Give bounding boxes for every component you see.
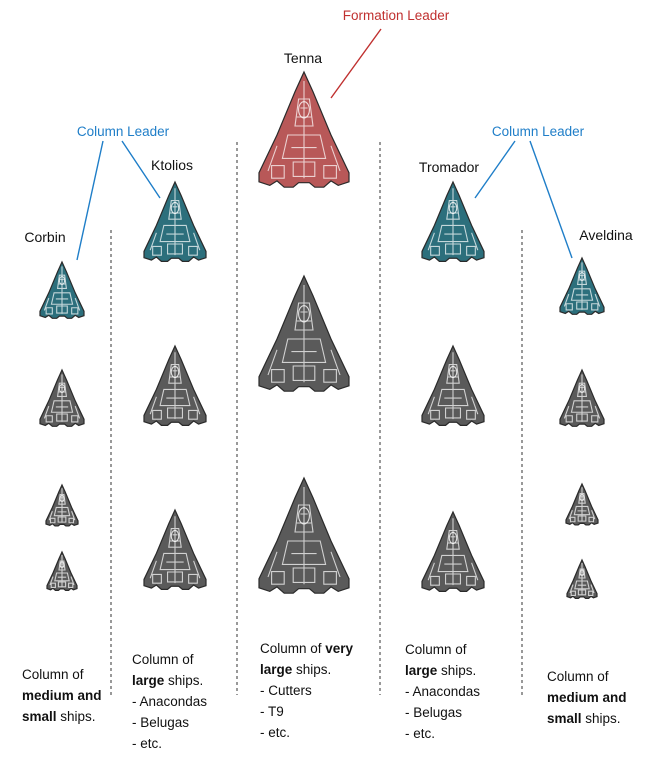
description-segment: large (405, 663, 438, 678)
description-segment: - T9 (260, 704, 284, 719)
pilot-name-tromador: Tromador (419, 159, 480, 175)
description-segment: - Belugas (405, 705, 463, 720)
description-segment: - etc. (132, 736, 163, 751)
description-line: medium and (22, 685, 102, 706)
description-line: Column of very (260, 638, 353, 659)
description-line: medium and (547, 687, 627, 708)
description-line: small ships. (22, 706, 102, 727)
description-line: large ships. (132, 670, 207, 691)
description-line: - Belugas (132, 712, 207, 733)
ship-icon (258, 476, 350, 594)
description-segment: ships. (581, 711, 621, 726)
ship-icon (46, 550, 78, 592)
ship-icon (258, 70, 350, 188)
description-line: Column of (547, 666, 627, 687)
description-line: Column of (132, 649, 207, 670)
description-segment: small (22, 709, 57, 724)
ship-icon (143, 344, 207, 426)
ship-icon (421, 510, 485, 592)
ship-icon (421, 344, 485, 426)
description-line: - Anacondas (405, 681, 480, 702)
pilot-name-tenna: Tenna (284, 50, 322, 66)
description-segment: very (325, 641, 354, 656)
description-line: - T9 (260, 701, 353, 722)
ships-layer (39, 70, 605, 600)
description-line: - etc. (132, 733, 207, 754)
description-segment: Column of (547, 669, 609, 684)
ship-icon (143, 508, 207, 590)
description-segment: medium and (22, 688, 102, 703)
description-line: large ships. (405, 660, 480, 681)
description-segment: - Belugas (132, 715, 190, 730)
description-segment: - etc. (405, 726, 436, 741)
description-segment: ships. (292, 662, 332, 677)
ship-icon (45, 483, 79, 527)
ship-icon (566, 558, 598, 600)
description-segment: large (132, 673, 165, 688)
description-segment: - Anacondas (132, 694, 208, 709)
pointer-column-leader-right-b (529, 140, 573, 259)
pilot-name-corbin: Corbin (24, 229, 65, 245)
description-line: - Belugas (405, 702, 480, 723)
column-description-1: Column of medium and small ships. (22, 664, 102, 727)
description-line: - Anacondas (132, 691, 207, 712)
description-line: - Cutters (260, 680, 353, 701)
description-segment: medium and (547, 690, 627, 705)
description-segment: Column of (132, 652, 194, 667)
ship-icon (559, 256, 605, 315)
description-line: - etc. (405, 723, 480, 744)
description-segment: ships. (164, 673, 204, 688)
description-segment: large (260, 662, 293, 677)
description-segment: ships. (437, 663, 477, 678)
column-leader-right-label: Column Leader (492, 124, 585, 139)
ship-icon (559, 368, 605, 427)
description-segment: ships. (56, 709, 96, 724)
description-segment: Column of (405, 642, 467, 657)
ship-icon (258, 274, 350, 392)
column-description-2: Column of large ships. - Anacondas - Belug… (132, 649, 207, 754)
description-line: Column of (405, 639, 480, 660)
ship-icon (421, 180, 485, 262)
description-segment: Column of (260, 641, 326, 656)
column-description-5: Column of medium and small ships. (547, 666, 627, 729)
pilot-name-aveldina: Aveldina (579, 227, 633, 243)
ship-icon (565, 482, 599, 526)
pointer-formation-leader (330, 28, 382, 99)
pointer-column-leader-left-a (76, 140, 104, 261)
description-segment: small (547, 711, 582, 726)
ship-icon (143, 180, 207, 262)
column-leader-left-label: Column Leader (77, 124, 170, 139)
description-line: Column of (22, 664, 102, 685)
ship-icon (39, 368, 85, 427)
column-description-4: Column of large ships. - Anacondas - Belug… (405, 639, 480, 744)
description-segment: Column of (22, 667, 84, 682)
formation-leader-label: Formation Leader (343, 8, 450, 23)
ship-icon (39, 260, 85, 319)
description-line: - etc. (260, 722, 353, 743)
pointer-column-leader-right-a (474, 140, 516, 199)
description-segment: - etc. (260, 725, 291, 740)
description-line: small ships. (547, 708, 627, 729)
description-segment: - Cutters (260, 683, 312, 698)
description-segment: - Anacondas (405, 684, 481, 699)
pointer-column-leader-left-b (121, 140, 161, 199)
pilot-name-ktolios: Ktolios (151, 157, 193, 173)
description-line: large ships. (260, 659, 353, 680)
